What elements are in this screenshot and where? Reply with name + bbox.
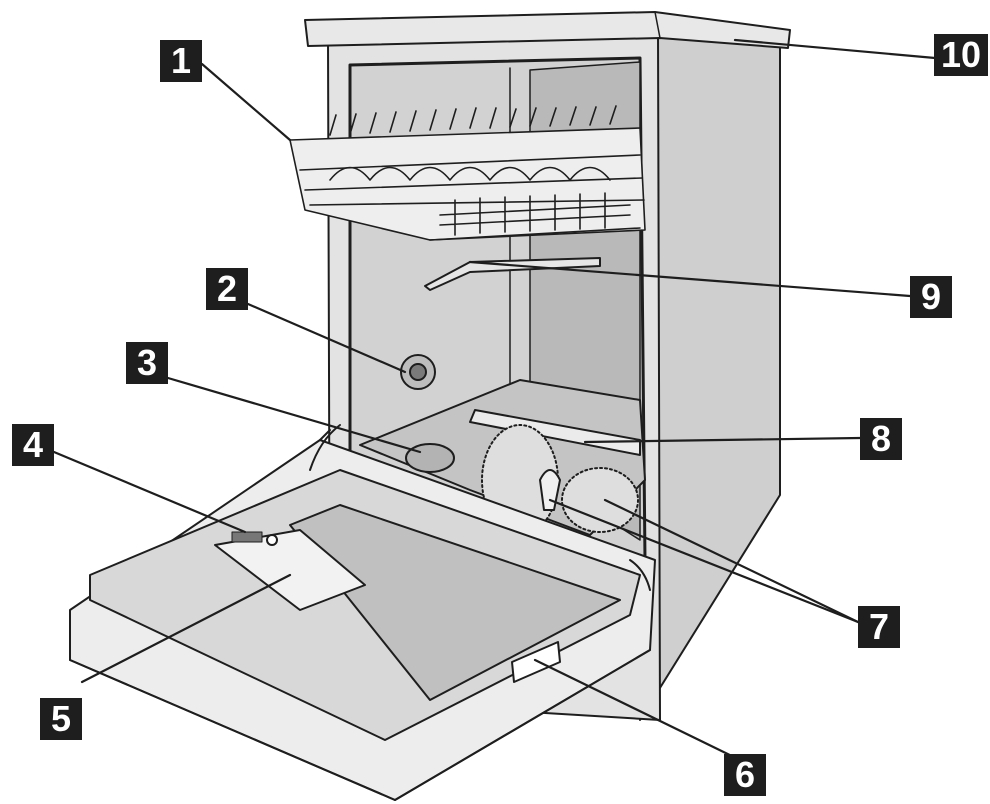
door-edge-line-2 — [394, 649, 651, 801]
upper-basket-rack — [329, 166, 611, 181]
leader-10 — [733, 38, 937, 60]
callout-5: 5 — [40, 698, 82, 740]
cabinet-side-panel — [639, 34, 781, 721]
callout-8: 8 — [860, 418, 902, 460]
control-symbol-dot — [266, 534, 278, 546]
upper-basket-tines — [329, 105, 617, 136]
callout-10: 10 — [934, 34, 988, 76]
door-side-arc-right — [629, 559, 651, 591]
leader-3 — [166, 376, 422, 454]
lower-spray-arm-drawing — [469, 409, 641, 456]
door-edge-line — [69, 659, 396, 801]
upper-basket-drawing — [289, 105, 646, 241]
callout-6: 6 — [724, 754, 766, 796]
leader-7b — [603, 498, 860, 624]
salt-container-drawing — [405, 443, 455, 473]
callout-7: 7 — [858, 606, 900, 648]
upper-basket-wires — [299, 154, 645, 241]
leader-7a — [548, 498, 860, 624]
leader-5 — [80, 573, 292, 684]
door-hinge-line — [319, 429, 331, 441]
filter-handle-drawing — [539, 469, 561, 511]
leader-6 — [533, 658, 742, 762]
callout-9: 9 — [910, 276, 952, 318]
callout-3: 3 — [126, 342, 168, 384]
leader-1 — [200, 62, 292, 142]
callout-4: 4 — [12, 424, 54, 466]
leader-4 — [52, 450, 247, 534]
upper-basket-grid — [439, 192, 631, 236]
callout-1: 1 — [160, 40, 202, 82]
door-floor — [289, 504, 621, 701]
rating-plate-drawing — [511, 641, 561, 683]
leader-lines — [52, 38, 937, 762]
filter-right-drawing — [561, 467, 639, 533]
worktop-edge — [654, 11, 661, 39]
leader-9 — [468, 260, 912, 298]
leader-8 — [583, 436, 862, 444]
control-symbols-drawing — [231, 531, 263, 543]
filler-cap-inner — [409, 363, 427, 381]
callout-2: 2 — [206, 268, 248, 310]
leader-2 — [246, 302, 407, 374]
